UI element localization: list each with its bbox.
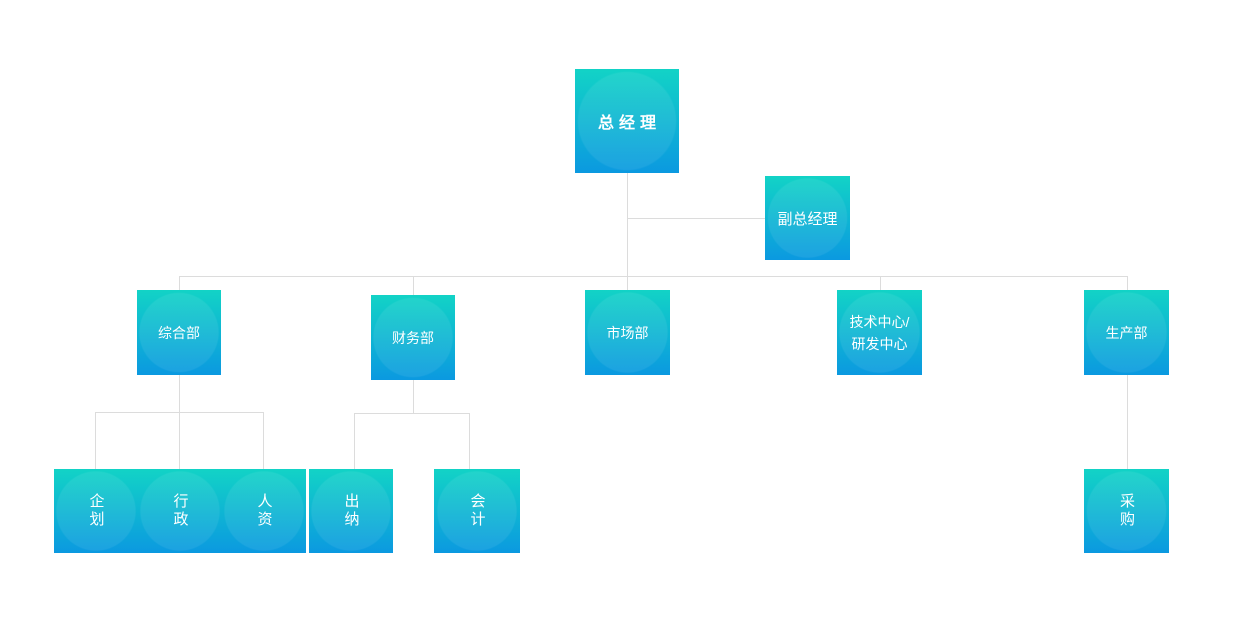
connector-drop-human-resources (263, 412, 264, 469)
org-node-general-department[interactable]: 综合部 (137, 290, 221, 375)
connector-drop-production-department (1127, 276, 1128, 290)
connector-general-department-down (179, 375, 180, 412)
connector-drop-finance-department (413, 276, 414, 295)
org-node-label: 副总经理 (777, 210, 838, 228)
connector-drop-accounting (469, 413, 470, 469)
org-node-label: 综合部 (158, 324, 200, 341)
connector-finance-department-horizontal (354, 413, 470, 414)
org-node-tech-rd-center[interactable]: 技术中心/ 研发中心 (837, 290, 922, 375)
org-node-human-resources[interactable]: 人资 (222, 469, 306, 553)
org-node-deputy-general-manager[interactable]: 副总经理 (765, 176, 850, 260)
org-node-label: 技术中心/ 研发中心 (849, 313, 910, 352)
connector-drop-planning (95, 412, 96, 469)
org-node-planning[interactable]: 企划 (54, 469, 138, 553)
org-node-administration[interactable]: 行政 (138, 469, 222, 553)
org-node-label: 生产部 (1105, 324, 1148, 341)
org-node-accounting[interactable]: 会计 (434, 469, 520, 553)
org-node-general-manager[interactable]: 总经理 (575, 69, 679, 173)
connector-drop-cashier (354, 413, 355, 469)
connector-drop-tech-rd-center (880, 276, 881, 290)
org-node-finance-department[interactable]: 财务部 (371, 295, 455, 380)
org-node-label: 出纳 (342, 493, 360, 529)
connector-drop-procurement (1127, 375, 1128, 469)
org-node-label: 采购 (1118, 493, 1135, 529)
connector-finance-department-down (413, 380, 414, 413)
connector-general-manager-down (627, 173, 628, 276)
org-node-label: 会计 (468, 493, 486, 529)
org-node-label: 企划 (87, 493, 105, 529)
org-node-procurement[interactable]: 采购 (1084, 469, 1169, 553)
connector-level2-horizontal (179, 276, 1128, 277)
connector-drop-general-department (179, 276, 180, 290)
org-node-marketing-department[interactable]: 市场部 (585, 290, 670, 375)
org-node-label: 财务部 (392, 329, 434, 346)
org-node-label: 市场部 (606, 324, 649, 341)
org-node-production-department[interactable]: 生产部 (1084, 290, 1169, 375)
connector-drop-marketing-department (627, 276, 628, 290)
org-node-cashier[interactable]: 出纳 (309, 469, 393, 553)
org-node-label: 人资 (255, 493, 273, 529)
connector-deputy-branch (627, 218, 765, 219)
connector-drop-administration (179, 412, 180, 469)
org-node-label: 行政 (171, 493, 189, 529)
org-node-label: 总经理 (597, 115, 661, 132)
